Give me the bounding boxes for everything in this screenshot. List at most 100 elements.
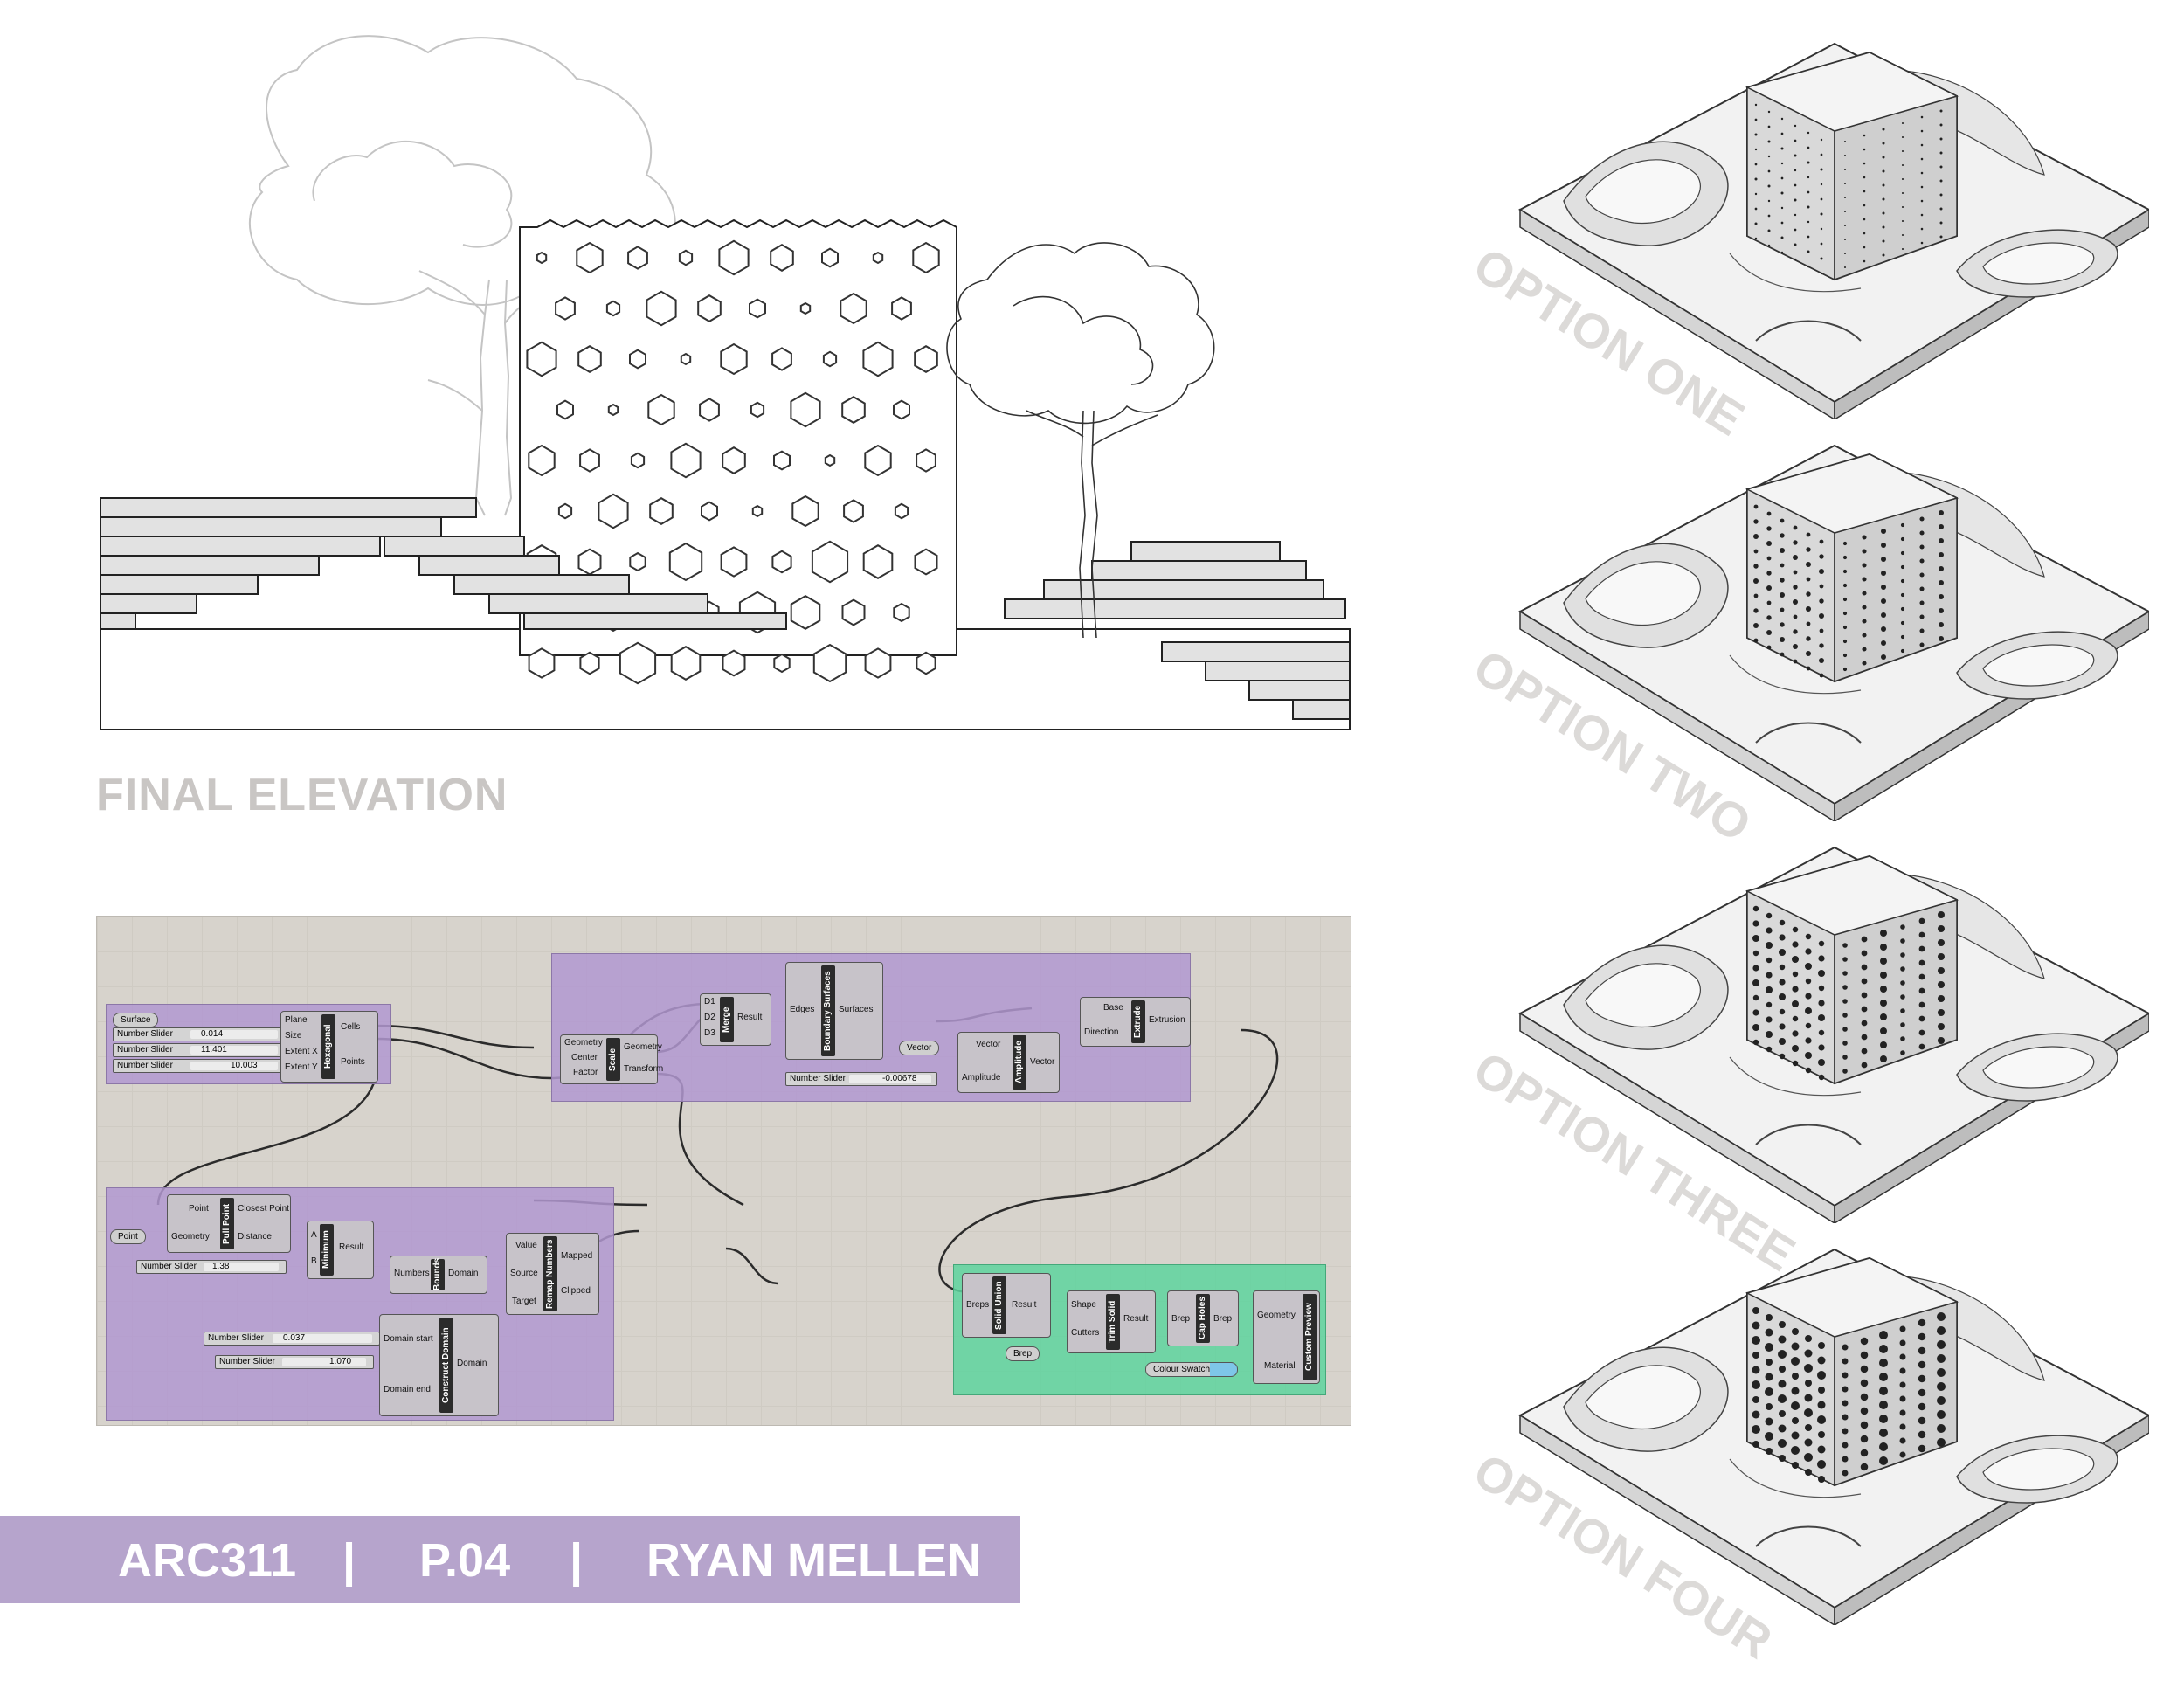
perforation xyxy=(1882,156,1885,159)
component-remap-numbers[interactable]: Value Source Target Remap Numbers Mapped… xyxy=(506,1233,599,1315)
perforation xyxy=(1879,1331,1888,1339)
perforation xyxy=(1779,1008,1786,1015)
perforation xyxy=(1752,1009,1759,1016)
perforation xyxy=(1804,1438,1813,1447)
perforation xyxy=(1819,569,1824,574)
perforation xyxy=(1752,1425,1760,1434)
perforation xyxy=(1939,235,1943,239)
perforation xyxy=(1939,622,1944,627)
perforation xyxy=(1792,1462,1799,1469)
perforation xyxy=(1817,1371,1826,1380)
perforation xyxy=(1779,1321,1786,1328)
perforation xyxy=(1919,530,1925,536)
hex-hole xyxy=(577,345,602,373)
perforation xyxy=(1754,133,1758,136)
hex-hole xyxy=(791,495,819,528)
perforation xyxy=(1805,933,1812,940)
point-param[interactable]: Point xyxy=(110,1229,146,1244)
hex-hole xyxy=(914,345,938,373)
perforation xyxy=(1780,147,1784,150)
slider-minimum[interactable]: Number Slider 1.38 xyxy=(136,1260,287,1274)
slider-domain-end[interactable]: Number Slider 1.070 xyxy=(215,1355,374,1369)
perforation xyxy=(1767,214,1771,218)
perforation xyxy=(1817,1415,1826,1424)
slider-label: Number Slider xyxy=(117,1061,173,1070)
perforation xyxy=(1842,1400,1849,1407)
slider-size[interactable]: Number Slider 0.014 xyxy=(113,1027,289,1041)
perforation xyxy=(1843,252,1847,255)
component-minimum[interactable]: A B Minimum Result xyxy=(307,1221,374,1279)
perforation xyxy=(1805,1037,1812,1044)
perforation xyxy=(1919,572,1925,578)
component-custom-preview[interactable]: Geometry Material Custom Preview xyxy=(1253,1290,1320,1384)
input-source: Source xyxy=(510,1269,538,1278)
component-name: Trim Solid xyxy=(1106,1294,1120,1350)
component-boundary-surfaces[interactable]: Edges Boundary Surfaces Surfaces xyxy=(785,962,883,1060)
vector-param[interactable]: Vector xyxy=(899,1041,940,1055)
component-construct-domain[interactable]: Domain start Domain end Construct Domain… xyxy=(379,1314,499,1416)
perforation xyxy=(1900,994,1905,1000)
hex-hole xyxy=(629,551,646,572)
hex-hole xyxy=(528,647,556,679)
surface-param[interactable]: Surface xyxy=(113,1013,159,1027)
perforation xyxy=(1780,548,1785,553)
perforation xyxy=(1794,124,1797,128)
perforation xyxy=(1901,163,1904,167)
perforation xyxy=(1794,154,1797,157)
perforation xyxy=(1863,148,1866,151)
perforation xyxy=(1754,103,1758,107)
component-amplitude[interactable]: Vector Amplitude Amplitude Vector xyxy=(957,1032,1060,1093)
perforation xyxy=(1766,957,1773,964)
perforation xyxy=(1900,980,1905,986)
perforation xyxy=(1918,1374,1926,1383)
perforation xyxy=(1938,925,1945,932)
perforation xyxy=(1860,1365,1869,1373)
perforation xyxy=(1879,1415,1888,1423)
component-scale[interactable]: Geometry Center Factor Scale Geometry Tr… xyxy=(560,1034,663,1084)
slider-extent-x[interactable]: Number Slider 11.401 xyxy=(113,1043,289,1057)
elevation-title: FINAL ELEVATION xyxy=(96,770,508,820)
colour-swatch-param[interactable]: Colour Swatch xyxy=(1145,1362,1238,1377)
perforation xyxy=(1793,585,1798,590)
component-bounds[interactable]: Numbers Bounds Domain xyxy=(390,1256,487,1294)
component-pull-point[interactable]: Point Geometry Pull Point Closest Point … xyxy=(167,1194,291,1253)
perforation xyxy=(1939,580,1944,585)
component-extrude[interactable]: Base Direction Extrude Extrusion xyxy=(1080,997,1191,1047)
slider-amplitude[interactable]: Number Slider -0.00678 xyxy=(785,1072,937,1086)
component-merge[interactable]: D1 D2 D3 Merge Result xyxy=(700,993,771,1046)
component-name: Bounds xyxy=(431,1258,445,1290)
grasshopper-canvas[interactable]: Surface Number Slider 0.014 Number Slide… xyxy=(96,916,1351,1426)
perforation xyxy=(1791,1342,1800,1351)
perforation xyxy=(1804,1394,1813,1402)
perforation xyxy=(1842,1027,1848,1032)
perforation xyxy=(1879,1359,1888,1367)
perforation xyxy=(1752,1396,1759,1403)
perforation xyxy=(1817,1460,1826,1469)
perforation xyxy=(1900,634,1905,640)
hex-hole xyxy=(840,292,867,325)
input-amplitude: Amplitude xyxy=(962,1073,1001,1083)
perforation xyxy=(1780,251,1784,254)
perforation xyxy=(1794,198,1797,202)
perforation xyxy=(1793,644,1798,649)
stairs-right xyxy=(1004,541,1351,720)
component-hexagonal[interactable]: Plane Size Extent X Extent Y Hexagonal C… xyxy=(280,1011,378,1083)
slider-domain-start[interactable]: Number Slider 0.037 xyxy=(204,1332,380,1346)
perforation xyxy=(1819,658,1824,663)
component-solid-union[interactable]: Breps Solid Union Result xyxy=(962,1273,1051,1338)
hex-hole xyxy=(629,349,646,370)
slider-extent-y[interactable]: Number Slider 10.003 xyxy=(113,1059,289,1073)
output-geometry: Geometry xyxy=(624,1042,662,1052)
perforation xyxy=(1766,556,1772,561)
input-extent-x: Extent X xyxy=(285,1047,318,1056)
hex-hole xyxy=(607,403,619,417)
perforation xyxy=(1805,1007,1812,1014)
component-trim-solid[interactable]: Shape Cutters Trim Solid Result xyxy=(1067,1290,1156,1353)
input-d1: D1 xyxy=(704,997,715,1007)
hex-hole xyxy=(811,540,849,584)
hex-hole xyxy=(668,542,703,582)
hex-hole xyxy=(720,546,748,578)
brep-param[interactable]: Brep xyxy=(1006,1346,1040,1361)
component-cap-holes[interactable]: Brep Cap Holes Brep xyxy=(1167,1290,1239,1346)
perforation xyxy=(1791,1357,1800,1366)
